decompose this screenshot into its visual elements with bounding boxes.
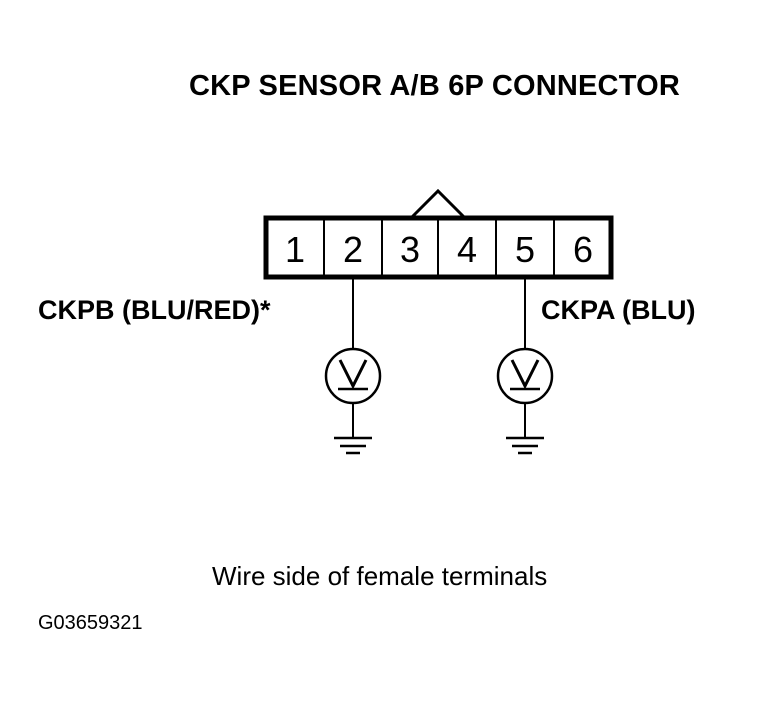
pin-dividers [323, 218, 555, 277]
diagram-caption: Wire side of female terminals [212, 561, 548, 591]
pin-numbers: 1 2 3 4 5 6 [285, 229, 593, 270]
voltmeter-icon [324, 347, 382, 405]
pin-2: 2 [343, 229, 363, 270]
pin-4: 4 [457, 229, 477, 270]
voltmeter-icon [496, 347, 554, 405]
pin-3: 3 [400, 229, 420, 270]
pin-1: 1 [285, 229, 305, 270]
ckpb-wire-label: CKPB (BLU/RED)* [38, 295, 271, 325]
pin-5: 5 [515, 229, 535, 270]
left-probe [324, 277, 382, 455]
connector-lock-tab [409, 188, 467, 220]
ground-icon [506, 436, 544, 455]
figure-id: G03659321 [38, 612, 143, 634]
pin-6: 6 [573, 229, 593, 270]
ground-icon [334, 436, 372, 455]
right-probe [496, 277, 554, 455]
diagram-title: CKP SENSOR A/B 6P CONNECTOR [189, 70, 680, 102]
ckpa-wire-label: CKPA (BLU) [541, 295, 696, 325]
